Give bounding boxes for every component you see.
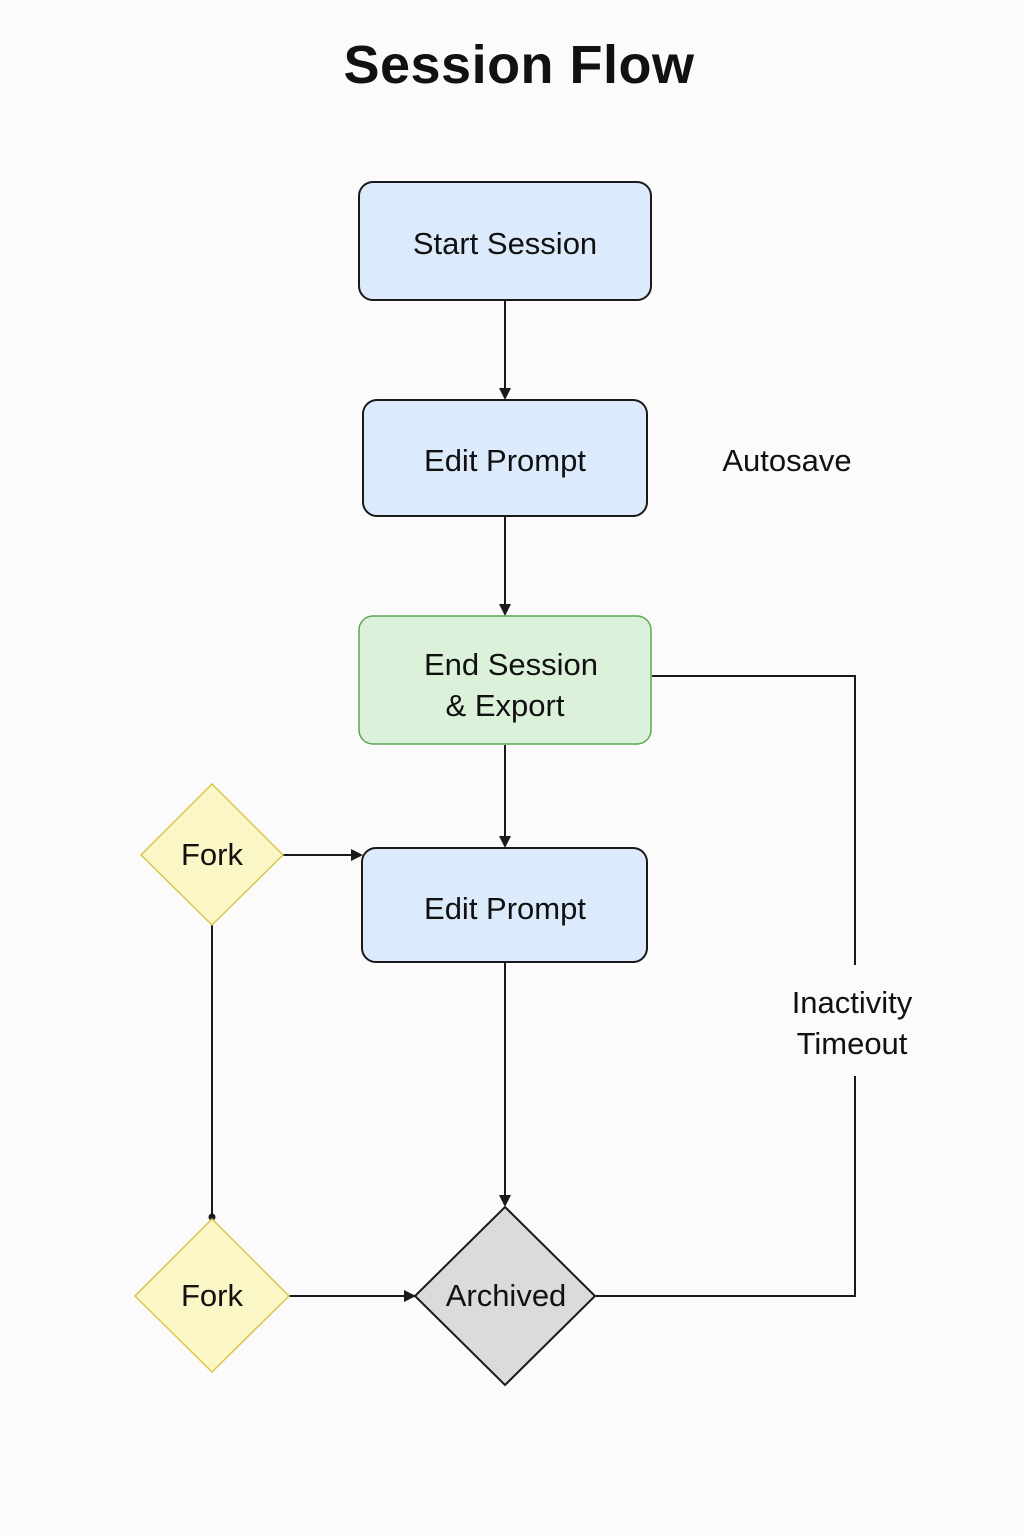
autosave-label: Autosave <box>722 443 851 478</box>
inactivity-timeout-label-line1: Inactivity <box>792 985 913 1020</box>
node-fork-1: Fork <box>139 782 285 927</box>
node-edit-prompt-2: Edit Prompt <box>361 847 648 963</box>
node-start-session: Start Session <box>358 181 652 301</box>
edge-inactivity-timeout-lower <box>595 1076 856 1297</box>
node-edit-prompt-2-box <box>361 847 648 963</box>
node-archived-label: Archived <box>446 1278 567 1313</box>
inactivity-timeout-label-line2: Timeout <box>797 1026 908 1061</box>
node-edit-prompt-1-box <box>362 399 648 517</box>
node-start-session-label: Start Session <box>413 226 597 261</box>
edge-junction-dot <box>208 1213 216 1221</box>
node-edit-prompt-2-label: Edit Prompt <box>424 891 586 926</box>
node-fork-2: Fork <box>133 1217 291 1374</box>
node-fork-2-diamond <box>133 1217 291 1374</box>
node-edit-prompt-1: Edit Prompt <box>362 399 648 517</box>
node-end-session-export-label-line1: End Session <box>424 647 598 682</box>
node-end-session-export-label-line2: & Export <box>446 688 565 723</box>
node-fork-2-label: Fork <box>181 1278 244 1313</box>
node-archived-diamond <box>413 1205 597 1387</box>
node-edit-prompt-1-label: Edit Prompt <box>424 443 586 478</box>
node-fork-1-label: Fork <box>181 837 244 872</box>
node-archived: Archived <box>413 1205 597 1387</box>
node-fork-1-diamond <box>139 782 285 927</box>
node-end-session-export: End Session & Export <box>358 615 652 745</box>
node-start-session-box <box>358 181 652 301</box>
node-end-session-export-box <box>358 615 652 745</box>
edge-inactivity-timeout-upper <box>652 675 856 965</box>
diagram-title: Session Flow <box>343 35 695 95</box>
